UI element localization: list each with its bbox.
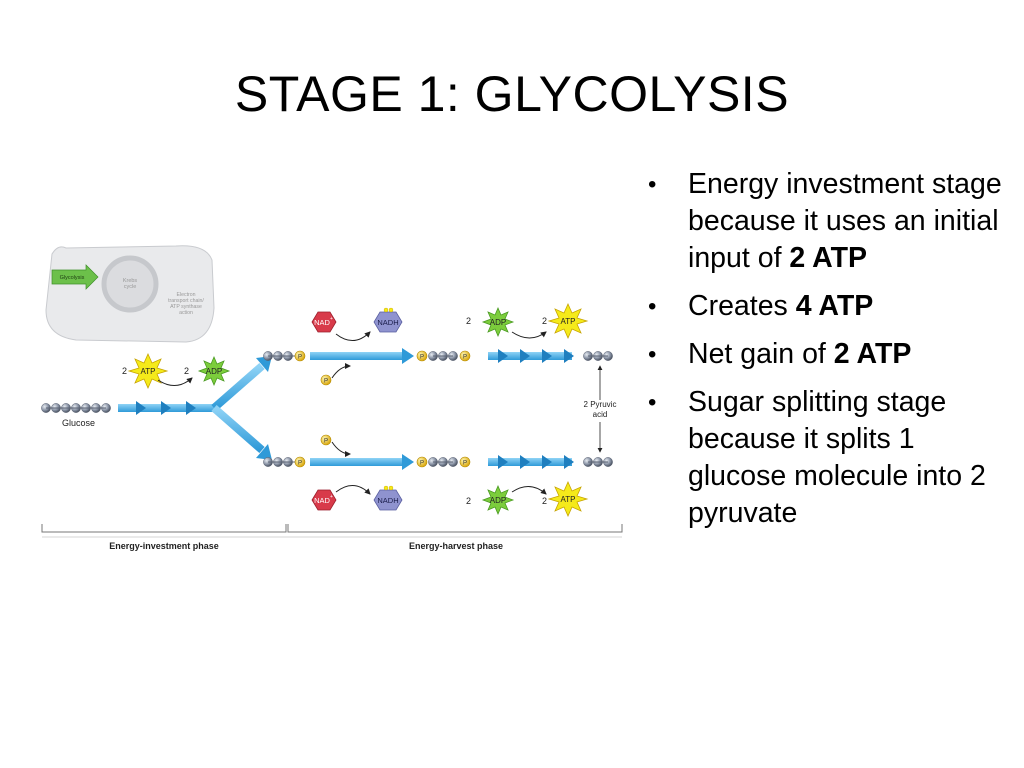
pyruvic-acid-label: 2 Pyruvic acid [584,365,617,453]
nad-plus: + [330,494,333,500]
svg-text:acid: acid [593,410,608,419]
adp-burst-icon [197,355,231,387]
investment-arrow [118,356,272,460]
nadh-label: NADH [377,318,398,327]
inset-etc-label: Electron [176,292,195,298]
nad-hexagon-icon [311,311,337,333]
nad-hexagon-icon [311,489,337,511]
inset-etc-label-3: ATP synthase [170,304,202,310]
bullet-bold-text: 2 ATP [833,338,912,370]
bullet-text: Net gain of [688,338,834,370]
adp-label: ADP [206,367,222,376]
bullet-bold-text: 4 ATP [795,290,874,322]
phosphate-label: P [298,355,302,361]
inset-glycolysis-label: Glycolysis [60,275,85,281]
adp-count: 2 [466,316,471,326]
phase-brackets: Energy-investment phase Energy-harvest p… [41,524,623,551]
atp-burst-icon [547,481,589,517]
nad-plus: + [330,316,333,322]
atp-to-adp-arrow [157,377,193,386]
phosphate-label: P [463,461,467,467]
nadh-hexagon-icon [373,311,403,333]
bullet-dot-icon: • [648,341,657,368]
bullet-text: Creates [688,290,796,322]
atp-burst-icon [127,353,169,389]
bullet-bold-text: 2 ATP [789,242,868,274]
atp-label: ATP [561,317,576,326]
phosphate-label: P [463,355,467,361]
atp-count: 2 [122,366,127,376]
nad-label: NAD [314,496,330,505]
phosphate-label: P [324,379,328,385]
energy-harvest-phase-label: Energy-harvest phase [409,541,503,551]
bullet-text: Energy investment stage because it uses … [688,168,1002,274]
atp-burst-icon [547,303,589,339]
atp-label: ATP [561,495,576,504]
bullet-item: • Net gain of 2 ATP [648,336,1020,373]
nadh-hexagon-icon [373,489,403,511]
bullet-list: • Energy investment stage because it uses… [648,166,1020,543]
slide-title: STAGE 1: GLYCOLYSIS [234,66,790,122]
svg-text:2 Pyruvic: 2 Pyruvic [584,400,617,409]
glucose-label: Glucose [62,418,95,428]
investment-atp-adp: 2 ATP 2 ADP [122,353,231,389]
adp-burst-icon [481,306,515,338]
adp-burst-icon [481,484,515,516]
inset-glycolysis-arrow [51,264,99,290]
phosphate-label: P [420,461,424,467]
phosphate-label: P [298,461,302,467]
bottom-branch: P P P P NAD + [263,434,613,517]
adp-count: 2 [466,496,471,506]
nadh-label: NADH [377,496,398,505]
bullet-item: • Sugar splitting stage because it splits… [648,384,1020,532]
glycolysis-diagram: Krebs cycle Electron transport chain/ AT… [41,245,623,551]
top-branch: P P NAD + NADH P P 2 ADP 2 [263,303,613,386]
bullet-dot-icon: • [648,171,657,198]
phosphate-label: P [324,439,328,445]
energy-investment-phase-label: Energy-investment phase [109,541,219,551]
bullet-item: • Energy investment stage because it uses… [648,166,1020,277]
bullet-item: • Creates 4 ATP [648,288,1020,325]
atp-count: 2 [542,316,547,326]
inset-krebs-label: Krebs [123,278,138,284]
inset-krebs-label-2: cycle [124,284,137,290]
bullet-dot-icon: • [648,293,657,320]
adp-label: ADP [490,318,506,327]
bullet-dot-icon: • [648,389,657,416]
inset-etc-label-4: action [179,310,193,316]
glucose-chain [41,403,111,413]
atp-count: 2 [542,496,547,506]
nad-label: NAD [314,318,330,327]
inset-etc-label-2: transport chain/ [168,298,204,304]
bullet-text: Sugar splitting stage because it splits … [688,386,986,529]
atp-label: ATP [141,367,156,376]
adp-count: 2 [184,366,189,376]
phosphate-label: P [420,355,424,361]
cell-overview-inset: Krebs cycle Electron transport chain/ AT… [45,245,215,343]
adp-label: ADP [490,496,506,505]
